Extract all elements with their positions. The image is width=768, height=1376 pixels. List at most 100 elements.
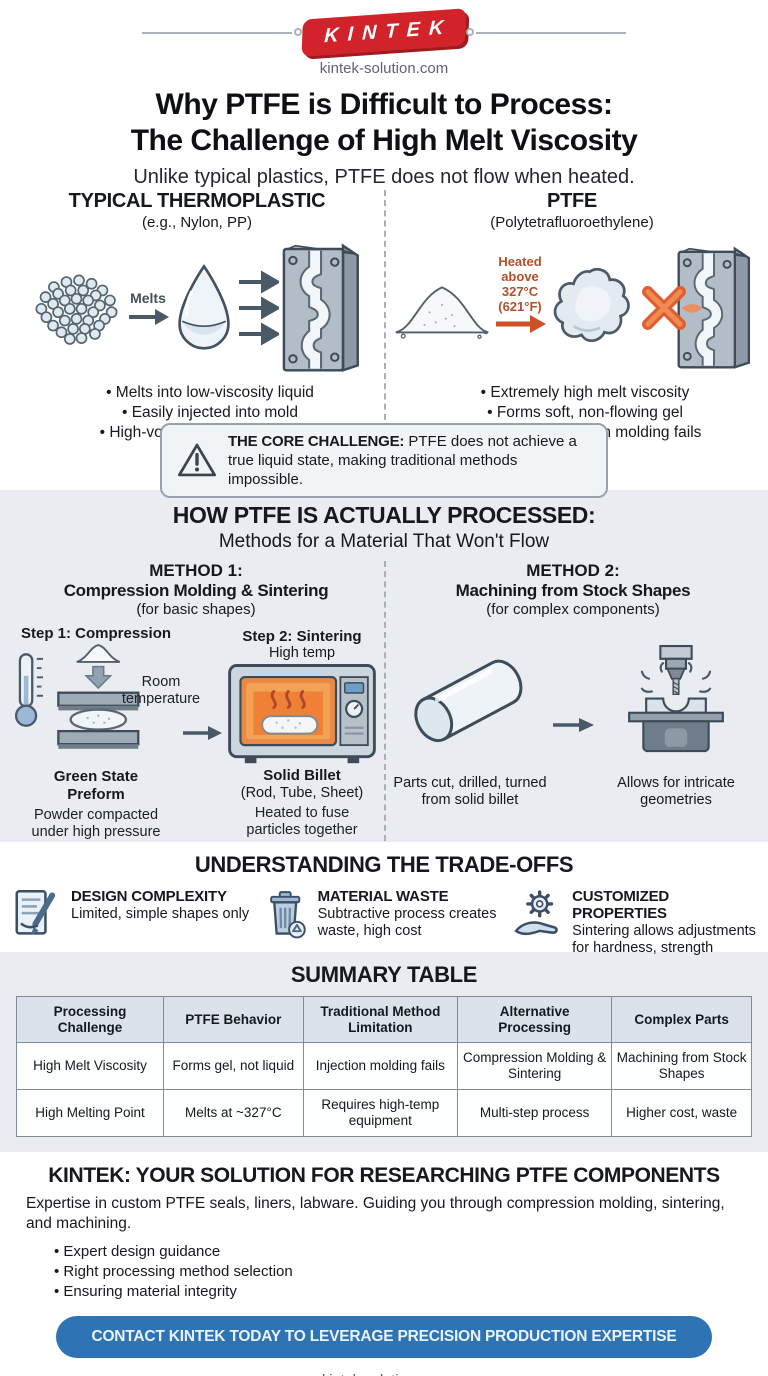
compression-press-icon: Room temperature <box>12 642 200 768</box>
green-state-preform-label: Green State Preform <box>53 768 139 803</box>
stock-shape-group: Parts cut, drilled, turned from solid bi… <box>390 641 550 809</box>
page-subtitle: Unlike typical plastics, PTFE does not f… <box>133 166 635 188</box>
method2-column: METHOD 2: Machining from Stock Shapes (f… <box>384 561 760 841</box>
ptfe-subheading: (Polytetrafluoroethylene) <box>490 214 654 231</box>
warning-triangle-icon <box>176 441 218 479</box>
method1-name: Compression Molding & Sintering <box>63 581 329 600</box>
decorative-line-left <box>141 27 302 36</box>
melts-arrow-icon <box>127 308 169 326</box>
processing-subheading: Methods for a Material That Won't Flow <box>218 531 550 552</box>
summary-col-header: PTFE Behavior <box>163 996 304 1043</box>
page-title: Why PTFE is Difficult to Process: The Ch… <box>0 87 768 159</box>
heat-label-line2: 327°C <box>501 284 539 299</box>
waste-bin-icon <box>261 886 311 942</box>
tradeoff-text: Limited, simple shapes only <box>71 906 250 922</box>
tradeoff-text: Subtractive process creates waste, high … <box>317 906 497 939</box>
thermoplastic-heading: TYPICAL THERMOPLASTIC <box>68 190 326 212</box>
gel-blob-icon <box>548 264 642 352</box>
ptfe-column: PTFE (Polytetrafluoroethylene) Heated ab… <box>384 190 758 441</box>
solid-billet-detail: (Rod, Tube, Sheet) <box>240 784 364 801</box>
gear-hand-icon <box>511 886 565 942</box>
solution-bullets: Expert design guidance Right processing … <box>54 1242 742 1302</box>
tradeoff-design-complexity: DESIGN COMPLEXITY Limited, simple shapes… <box>10 886 257 957</box>
summary-section: SUMMARY TABLE Processing Challenge PTFE … <box>0 952 768 1152</box>
tradeoff-title: CUSTOMIZED PROPERTIES <box>572 888 670 922</box>
contact-cta-button[interactable]: CONTACT KINTEK TODAY TO LEVERAGE PRECISI… <box>56 1316 712 1358</box>
method2-name: Machining from Stock Shapes <box>455 581 691 600</box>
table-cell: Multi-step process <box>456 1089 613 1137</box>
tradeoff-title: MATERIAL WASTE <box>317 888 449 905</box>
method2-caption2: Allows for intricate geometries <box>617 775 735 808</box>
table-cell: Compression Molding & Sintering <box>456 1042 613 1090</box>
tradeoffs-section: UNDERSTANDING THE TRADE-OFFS DESIGN COMP… <box>0 842 768 956</box>
method1-column: METHOD 1: Compression Molding & Sinterin… <box>8 561 384 841</box>
header-domain-text: kintek-solution.com <box>319 60 449 77</box>
tradeoffs-heading: UNDERSTANDING THE TRADE-OFFS <box>194 852 574 877</box>
room-temperature-label: Room temperature <box>121 674 201 707</box>
step2-sintering: Step 2: Sintering High temp <box>224 628 380 839</box>
method2-title: METHOD 2: <box>526 561 620 580</box>
powder-pile-icon <box>392 272 492 344</box>
decorative-line-right <box>466 27 627 36</box>
melts-label: Melts <box>130 290 166 306</box>
mold-icon <box>279 242 361 374</box>
summary-table: Processing Challenge PTFE Behavior Tradi… <box>16 996 752 1137</box>
core-challenge-section: THE CORE CHALLENGE: PTFE does not achiev… <box>0 422 768 498</box>
core-challenge-box: THE CORE CHALLENGE: PTFE does not achiev… <box>160 422 608 498</box>
summary-table-header-row: Processing Challenge PTFE Behavior Tradi… <box>16 996 752 1043</box>
table-cell: High Melting Point <box>16 1089 164 1137</box>
table-row: High Melting Point Melts at ~327°C Requi… <box>16 1089 752 1137</box>
pellets-icon <box>33 268 125 348</box>
milling-machine-icon <box>605 641 747 759</box>
method1-step-arrow-icon <box>182 724 222 742</box>
design-document-icon <box>10 886 64 942</box>
high-temp-label: High temp <box>268 644 336 661</box>
kintek-logo: KINTEK <box>301 8 467 57</box>
page-title-line1: Why PTFE is Difficult to Process: <box>155 88 613 121</box>
core-challenge-label: THE CORE CHALLENGE: <box>228 432 405 450</box>
step2-title: Step 2: Sintering <box>242 627 362 645</box>
fail-x-icon <box>638 282 690 334</box>
heat-arrow-group: Heated above 327°C (621°F) <box>493 254 547 334</box>
tradeoff-material-waste: MATERIAL WASTE Subtractive process creat… <box>261 886 508 957</box>
tradeoff-customized-properties: CUSTOMIZED PROPERTIES Sintering allows a… <box>511 886 758 957</box>
comparison-section: TYPICAL THERMOPLASTIC (e.g., Nylon, PP) <box>0 186 768 441</box>
step1-compression: Step 1: Compression <box>12 625 200 841</box>
thermoplastic-illustration: Melts <box>16 237 378 379</box>
core-challenge-text: THE CORE CHALLENGE: PTFE does not achiev… <box>228 432 592 489</box>
method1-scope: (for basic shapes) <box>136 601 256 618</box>
solution-bullet: Right processing method selection <box>54 1262 742 1282</box>
heat-label-line1: Heated above <box>498 254 542 284</box>
footer-domain-link[interactable]: kintek-solution.com <box>322 1373 446 1376</box>
method2-caption1: Parts cut, drilled, turned from solid bi… <box>393 775 547 808</box>
melts-arrow-group: Melts <box>127 290 169 326</box>
solution-bullet: Ensuring material integrity <box>54 1282 742 1302</box>
table-row: High Melt Viscosity Forms gel, not liqui… <box>16 1042 752 1090</box>
solution-heading: KINTEK: YOUR SOLUTION FOR RESEARCHING PT… <box>48 1164 720 1187</box>
ptfe-bullet: Extremely high melt viscosity <box>418 383 752 403</box>
processing-section: HOW PTFE IS ACTUALLY PROCESSED: Methods … <box>0 490 768 842</box>
tradeoff-title: DESIGN COMPLEXITY <box>71 888 227 905</box>
method2-arrow-icon <box>552 716 594 734</box>
heat-arrow-icon <box>494 314 546 334</box>
heat-label-line3: (621°F) <box>498 299 542 314</box>
table-cell: Melts at ~327°C <box>163 1089 304 1137</box>
logo-row: KINTEK <box>0 8 768 57</box>
table-cell: Higher cost, waste <box>611 1089 752 1137</box>
stock-cylinder-icon <box>395 641 545 759</box>
solid-billet-label: Solid Billet <box>263 766 341 784</box>
mold-blocked-icon <box>674 244 752 372</box>
core-challenge-body: PTFE does not achieve a true liquid stat… <box>228 432 577 488</box>
solution-section: KINTEK: YOUR SOLUTION FOR RESEARCHING PT… <box>0 1152 768 1376</box>
liquid-droplet-icon <box>171 262 237 354</box>
table-cell: Injection molding fails <box>302 1042 458 1090</box>
processing-heading: HOW PTFE IS ACTUALLY PROCESSED: <box>172 502 596 528</box>
tradeoff-text: Sintering allows adjustments for hardnes… <box>572 923 756 956</box>
sintering-oven-icon <box>226 661 378 767</box>
thermoplastic-bullet: Melts into low-viscosity liquid <box>42 383 378 403</box>
ptfe-illustration: Heated above 327°C (621°F) <box>392 237 752 379</box>
thermoplastic-bullet: Easily injected into mold <box>42 403 378 423</box>
page-title-line2: The Challenge of High Melt Viscosity <box>130 124 638 157</box>
header-section: KINTEK kintek-solution.com Why PTFE is D… <box>0 0 768 188</box>
